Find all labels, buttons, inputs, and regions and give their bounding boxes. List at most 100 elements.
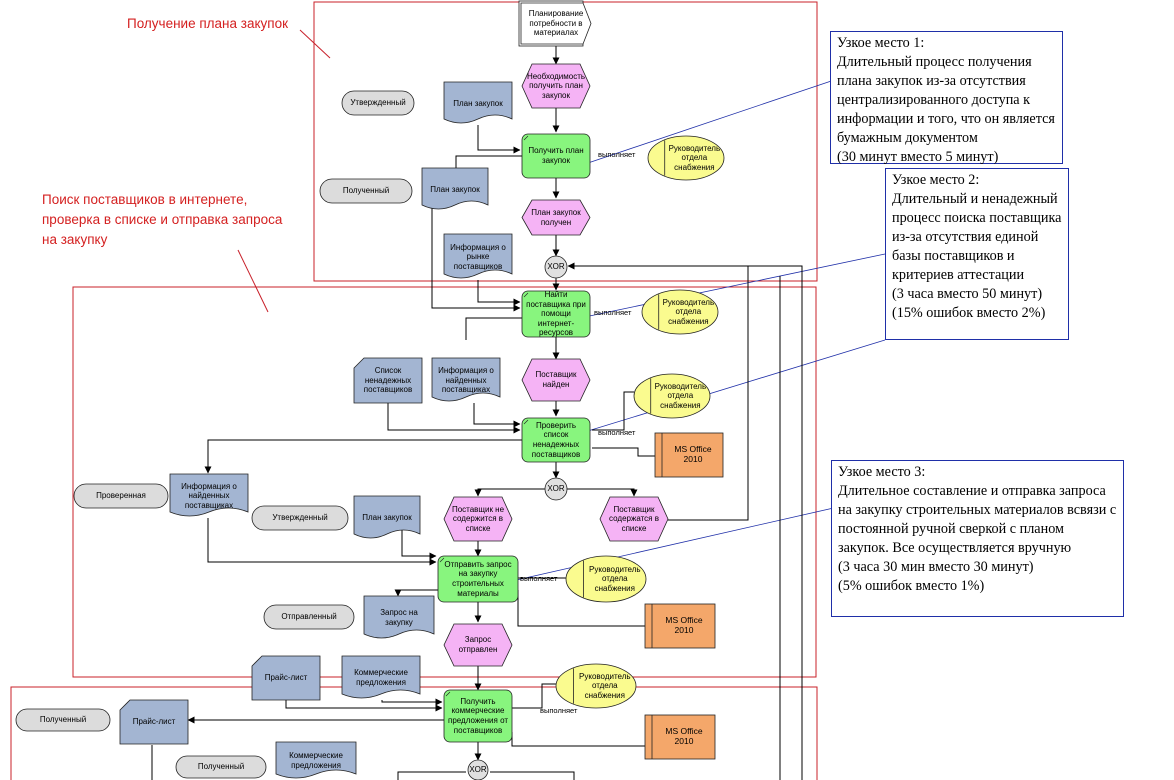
d-price-2-text: Прайс-лист [132, 717, 176, 727]
e-in-list-text: Поставщик содержатся в списке [609, 504, 659, 533]
note-leader-3 [577, 339, 886, 435]
bottleneck-note-3: Узкое место 3: Длительное составление и … [831, 460, 1124, 617]
role-shape-r-head-1: Руководитель отдела снабжения [647, 135, 725, 181]
document-shape-d-plan-2: План закупок [421, 167, 489, 210]
a-msoffice-2-text: MS Office 2010 [665, 615, 703, 635]
f-check-list-text: Проверить список ненадежных поставщиков [531, 420, 581, 459]
r-head-4-text: Руководитель отдела снабжения [589, 564, 641, 593]
xor-connector-x-xor-3: XOR [467, 759, 489, 780]
x-xor-3-text: XOR [469, 765, 487, 775]
status-shape-t-received-2: Полученный [15, 708, 111, 732]
f-send-request-text: Отправить запрос на закупку строительных… [444, 559, 512, 598]
card-document-shape-d-unreliable-list: Список ненадежных поставщиков [353, 357, 423, 404]
document-shape-d-found-info-1: Информация о найденных поставщиках [431, 357, 501, 402]
status-shape-t-sent: Отправленный [263, 604, 355, 630]
bottleneck-note-2: Узкое место 2: Длительный и ненадежный п… [885, 168, 1069, 340]
region-box-search [72, 286, 817, 678]
event-shape-e-supplier-found: Поставщик найден [521, 358, 591, 402]
e-request-sent-text: Запрос отправлен [458, 635, 498, 654]
document-shape-d-market-info: Информация о рынке поставщиков [443, 233, 513, 279]
r-head-2-text: Руководитель отдела снабжения [662, 297, 715, 326]
role-shape-r-head-5: Руководитель отдела снабжения [555, 663, 637, 709]
t-received-2-text: Полученный [39, 715, 87, 725]
d-unreliable-list-text: Список ненадежных поставщиков [363, 366, 413, 395]
region-leader-2 [237, 249, 269, 313]
function-shape-f-find-supplier: Найти поставщика при помощи интернет-рес… [521, 290, 591, 338]
application-shape-a-msoffice-3: MS Office 2010 [644, 714, 716, 760]
event-shape-e-request-sent: Запрос отправлен [443, 623, 513, 667]
e-not-in-list-text: Поставщик не содержится в списке [451, 504, 505, 533]
event-shape-e-plan-received: План закупок получен [521, 199, 591, 236]
relation-label-l-exec-4: выполняет [520, 574, 558, 584]
function-shape-f-get-offers: Получить коммерческие предложения от пос… [443, 689, 513, 743]
status-shape-t-received-3: Полученный [175, 755, 267, 779]
d-plan-2-text: План закупок [430, 184, 480, 194]
e-need-plan-text: Необходимость получить план закупок [526, 71, 586, 100]
role-shape-r-head-2: Руководитель отдела снабжения [641, 289, 719, 335]
relation-label-l-exec-2: выполняет [594, 308, 632, 318]
card-document-shape-d-price-1: Прайс-лист [251, 655, 321, 701]
relation-label-l-exec-3: выполняет [598, 428, 636, 438]
t-checked-text: Проверенная [96, 491, 146, 501]
l-exec-5-text: выполняет [540, 706, 578, 716]
r-head-1-text: Руководитель отдела снабжения [668, 143, 721, 172]
start-shape-s-plan-need: Планирование потребности в материалах [518, 0, 592, 47]
d-request-text: Запрос на закупку [380, 608, 418, 627]
x-xor-1-text: XOR [547, 262, 565, 272]
note-leader-1 [584, 71, 859, 165]
note-leader-2 [579, 253, 886, 319]
t-sent-text: Отправленный [281, 612, 337, 622]
application-shape-a-msoffice-1: MS Office 2010 [654, 432, 724, 478]
d-offers-2-text: Коммерческие предложения [289, 751, 343, 770]
a-msoffice-3-text: MS Office 2010 [665, 726, 703, 746]
role-shape-r-head-3: Руководитель отдела снабжения [633, 373, 711, 419]
d-offers-1-text: Коммерческие предложения [354, 668, 408, 687]
region-label-plan: Получение плана закупок [127, 16, 288, 31]
document-shape-d-request: Запрос на закупку [363, 595, 435, 639]
d-found-info-1-text: Информация о найденных поставщиках [438, 366, 494, 395]
relation-label-l-exec-5: выполняет [540, 706, 578, 716]
application-shape-a-msoffice-2: MS Office 2010 [644, 603, 716, 649]
relation-label-l-exec-1: выполняет [598, 150, 636, 160]
d-market-info-text: Информация о рынке поставщиков [450, 242, 506, 271]
document-shape-d-offers-2: Коммерческие предложения [275, 741, 357, 779]
status-shape-t-approved-2: Утвержденный [251, 505, 349, 531]
t-received-3-text: Полученный [197, 762, 245, 772]
region-label-search: Поиск поставщиков в интернете, проверка … [42, 192, 283, 247]
x-xor-2-text: XOR [547, 484, 565, 494]
d-found-info-2-text: Информация о найденных поставщиках [181, 481, 237, 510]
d-plan-3-text: План закупок [362, 513, 412, 523]
l-exec-2-text: выполняет [594, 308, 632, 318]
r-head-5-text: Руководитель отдела снабжения [579, 671, 631, 700]
function-shape-f-send-request: Отправить запрос на закупку строительных… [437, 555, 519, 603]
event-shape-e-need-plan: Необходимость получить план закупок [521, 63, 591, 109]
t-approved-2-text: Утвержденный [272, 513, 328, 523]
note-leader-4 [511, 501, 861, 582]
l-exec-1-text: выполняет [598, 150, 636, 160]
d-price-1-text: Прайс-лист [264, 673, 308, 683]
xor-connector-x-xor-1: XOR [544, 255, 568, 279]
status-shape-t-received-1: Полученный [319, 178, 413, 204]
document-shape-d-found-info-2: Информация о найденных поставщиках [169, 473, 249, 517]
document-shape-d-offers-1: Коммерческие предложения [341, 655, 421, 699]
t-approved-1-text: Утвержденный [350, 98, 406, 108]
d-plan-1-text: План закупок [453, 98, 503, 108]
role-shape-r-head-4: Руководитель отдела снабжения [565, 555, 647, 603]
l-exec-3-text: выполняет [598, 428, 636, 438]
region-leader-1 [299, 29, 331, 59]
status-shape-t-approved-1: Утвержденный [341, 90, 415, 116]
function-shape-f-get-plan: Получить план закупок [521, 133, 591, 179]
l-exec-4-text: выполняет [520, 574, 558, 584]
document-shape-d-plan-1: План закупок [443, 81, 513, 124]
t-received-1-text: Полученный [342, 186, 390, 196]
event-shape-e-in-list: Поставщик содержатся в списке [599, 496, 669, 542]
status-shape-t-checked: Проверенная [73, 483, 169, 509]
event-shape-e-not-in-list: Поставщик не содержится в списке [443, 496, 513, 542]
s-plan-need-text: Планирование потребности в материалах [528, 9, 584, 38]
e-plan-received-text: План закупок получен [531, 207, 581, 227]
f-get-plan-text: Получить план закупок [528, 146, 584, 165]
bottleneck-note-1: Узкое место 1: Длительный процесс получе… [830, 31, 1063, 165]
card-document-shape-d-price-2: Прайс-лист [119, 699, 189, 745]
document-shape-d-plan-3: План закупок [353, 495, 421, 539]
